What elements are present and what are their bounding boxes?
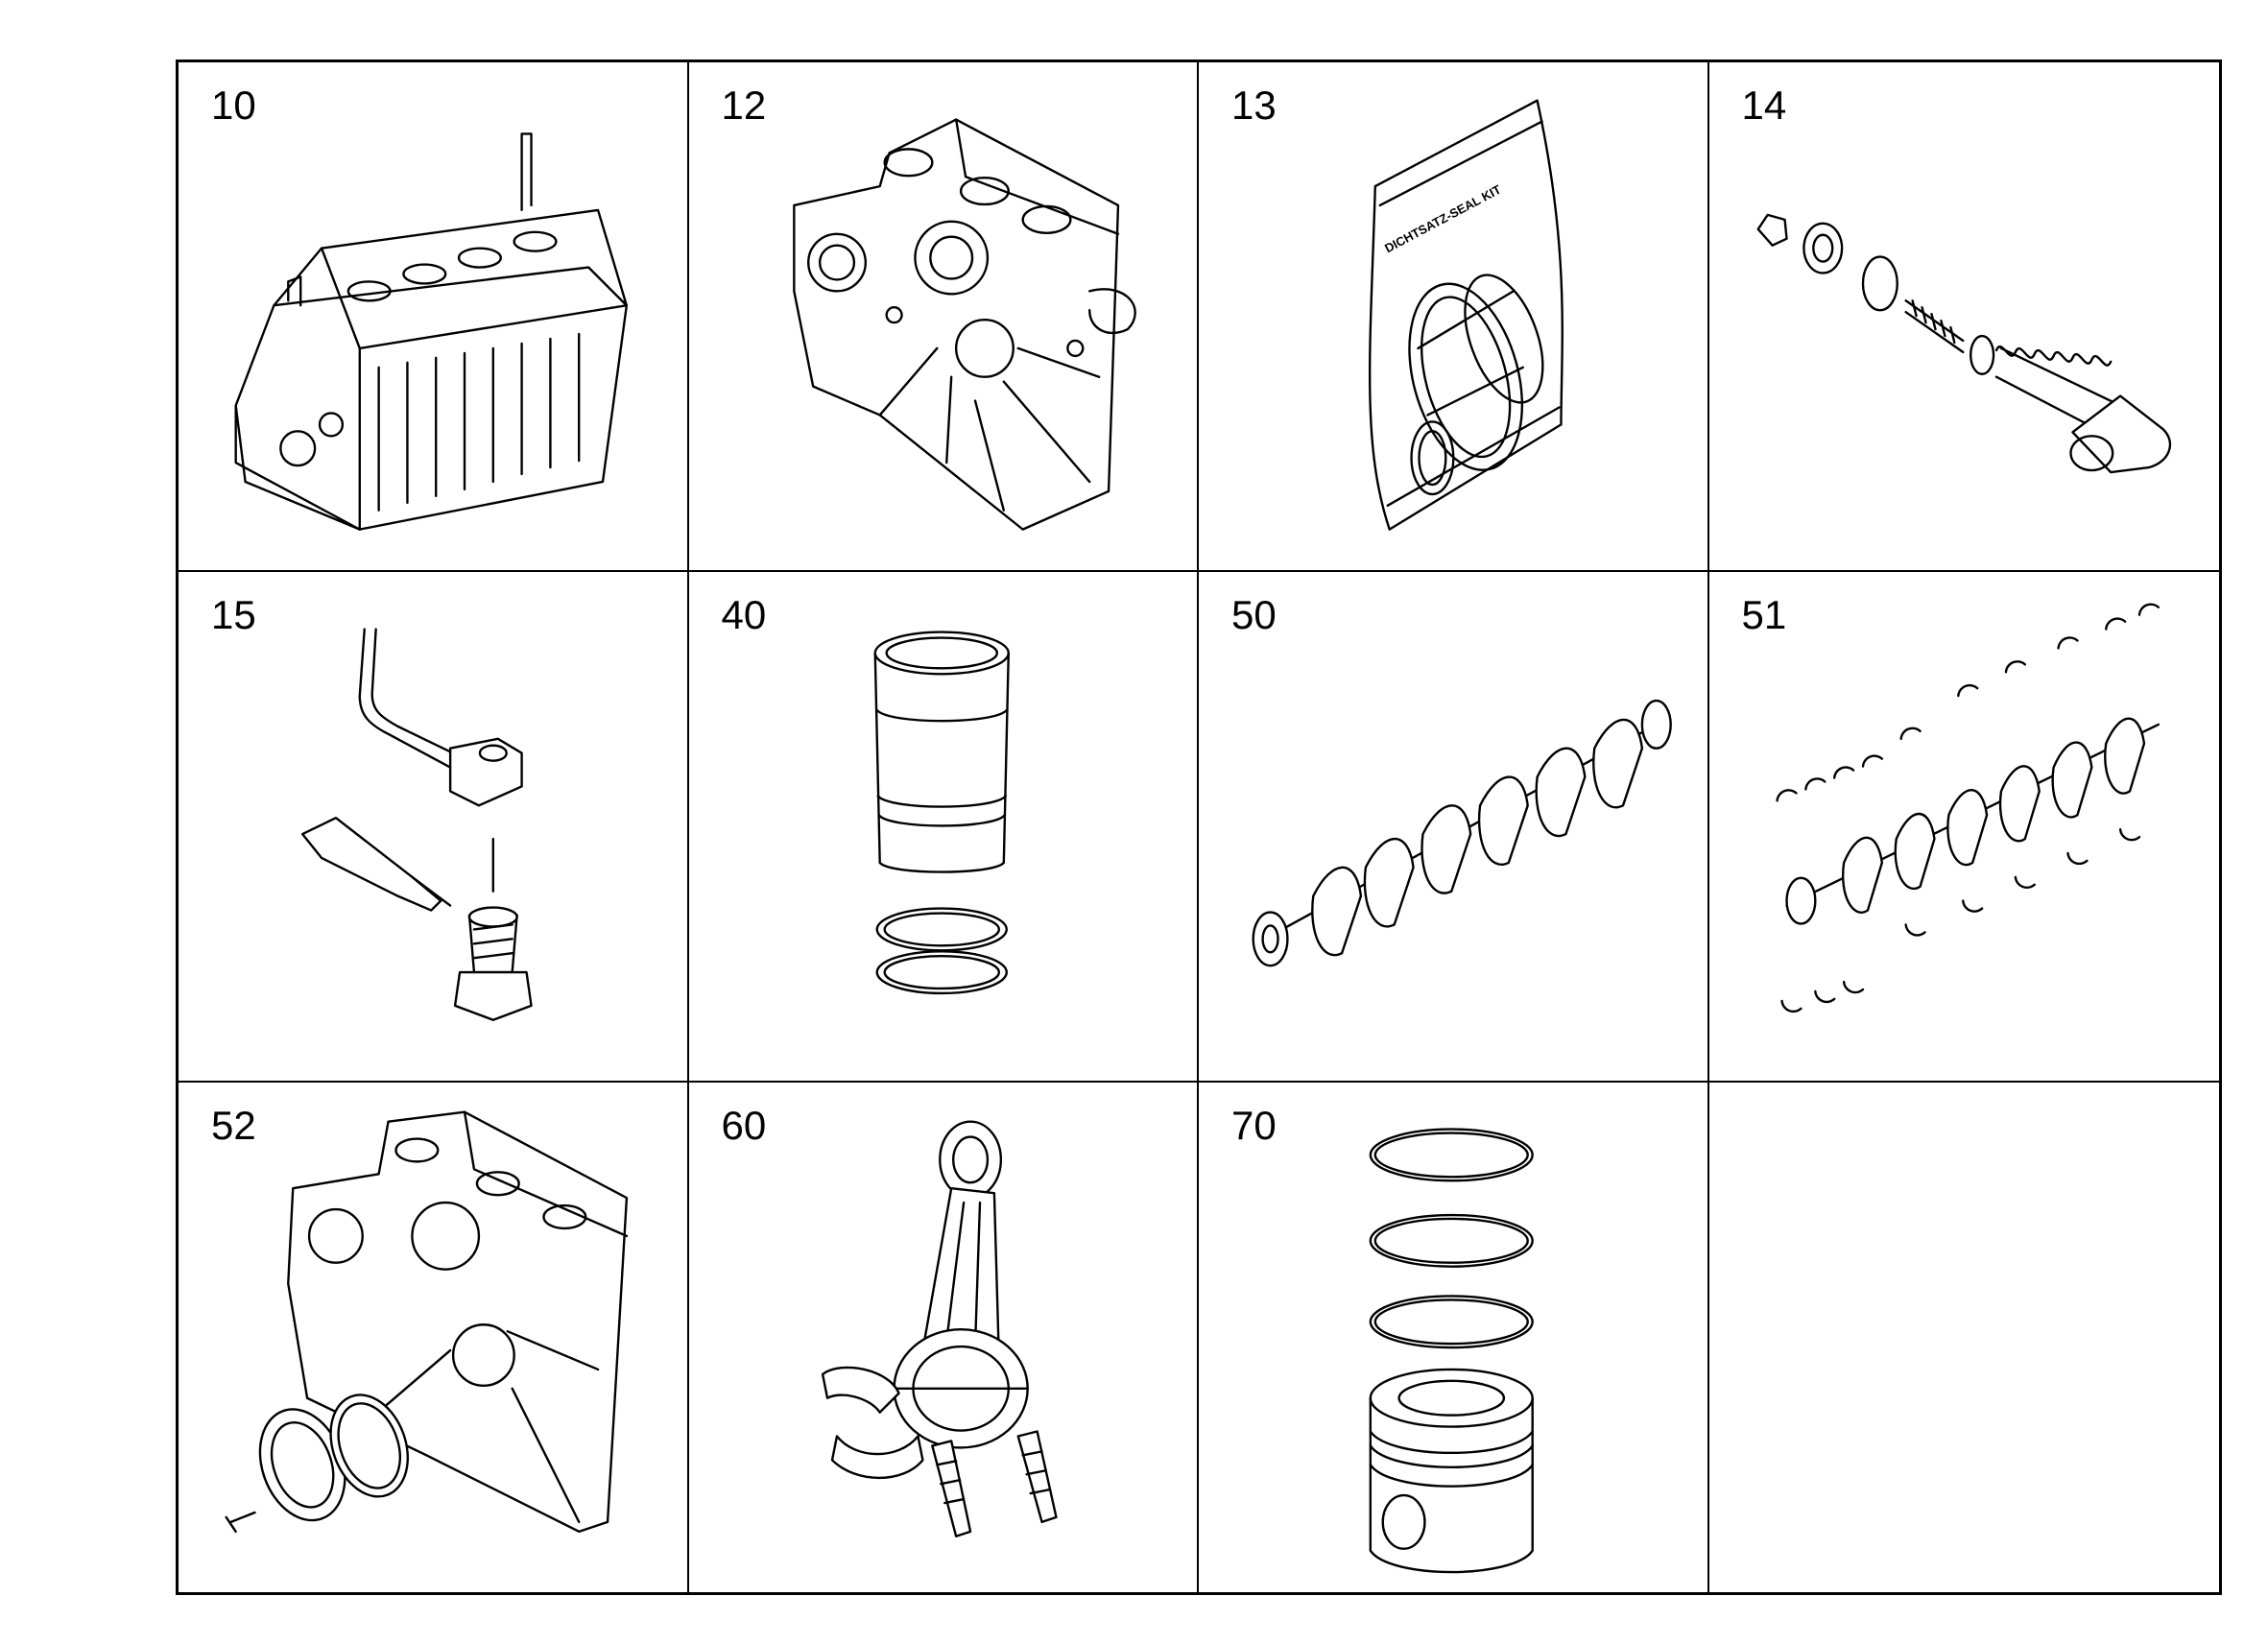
part-cell-52[interactable]: 52: [179, 1082, 689, 1592]
part-number: 14: [1741, 83, 1787, 128]
part-number: 12: [721, 83, 767, 128]
seal-kit-bag-icon: DICHTSATZ-SEAL KIT: [1368, 99, 1564, 531]
valve-spring-assembly-icon: [1756, 213, 2171, 474]
part-cell-14[interactable]: 14: [1708, 62, 2219, 573]
connecting-rod-icon: [821, 1120, 1058, 1537]
part-number: 60: [721, 1102, 767, 1148]
part-number: 40: [721, 592, 767, 638]
parts-grid: 10 12: [176, 60, 2222, 1595]
timing-cover-icon: [792, 118, 1136, 531]
crankshaft-with-bearings-icon: [1775, 603, 2160, 1013]
front-cover-with-seal-icon: [225, 1110, 629, 1533]
part-cell-40[interactable]: 40: [688, 572, 1199, 1083]
part-number: 13: [1231, 83, 1277, 128]
part-cell-70[interactable]: 70: [1199, 1082, 1709, 1592]
oil-pipe-and-banjo-bolt-icon: [300, 628, 533, 1022]
part-cell-51[interactable]: 51: [1708, 572, 2219, 1083]
engine-block-icon: [234, 132, 629, 531]
part-number: 10: [211, 83, 256, 128]
crankshaft-icon: [1252, 700, 1672, 967]
part-number: 70: [1231, 1102, 1277, 1148]
part-number: 50: [1231, 592, 1277, 638]
part-number: 52: [211, 1102, 256, 1148]
part-cell-15[interactable]: 15: [179, 572, 689, 1083]
part-cell-12[interactable]: 12: [688, 62, 1199, 573]
piston-with-rings-icon: [1369, 1128, 1534, 1573]
part-cell-50[interactable]: 50: [1199, 572, 1709, 1083]
part-number: 15: [211, 592, 256, 638]
cylinder-liner-icon: [873, 631, 1010, 995]
part-cell-10[interactable]: 10: [179, 62, 689, 573]
part-number: 51: [1741, 592, 1787, 638]
part-cell-60[interactable]: 60: [689, 1082, 1199, 1592]
empty-cell: [1709, 1083, 2220, 1592]
part-cell-13[interactable]: 13 DICHTSATZ-SEAL KIT: [1199, 62, 1709, 573]
